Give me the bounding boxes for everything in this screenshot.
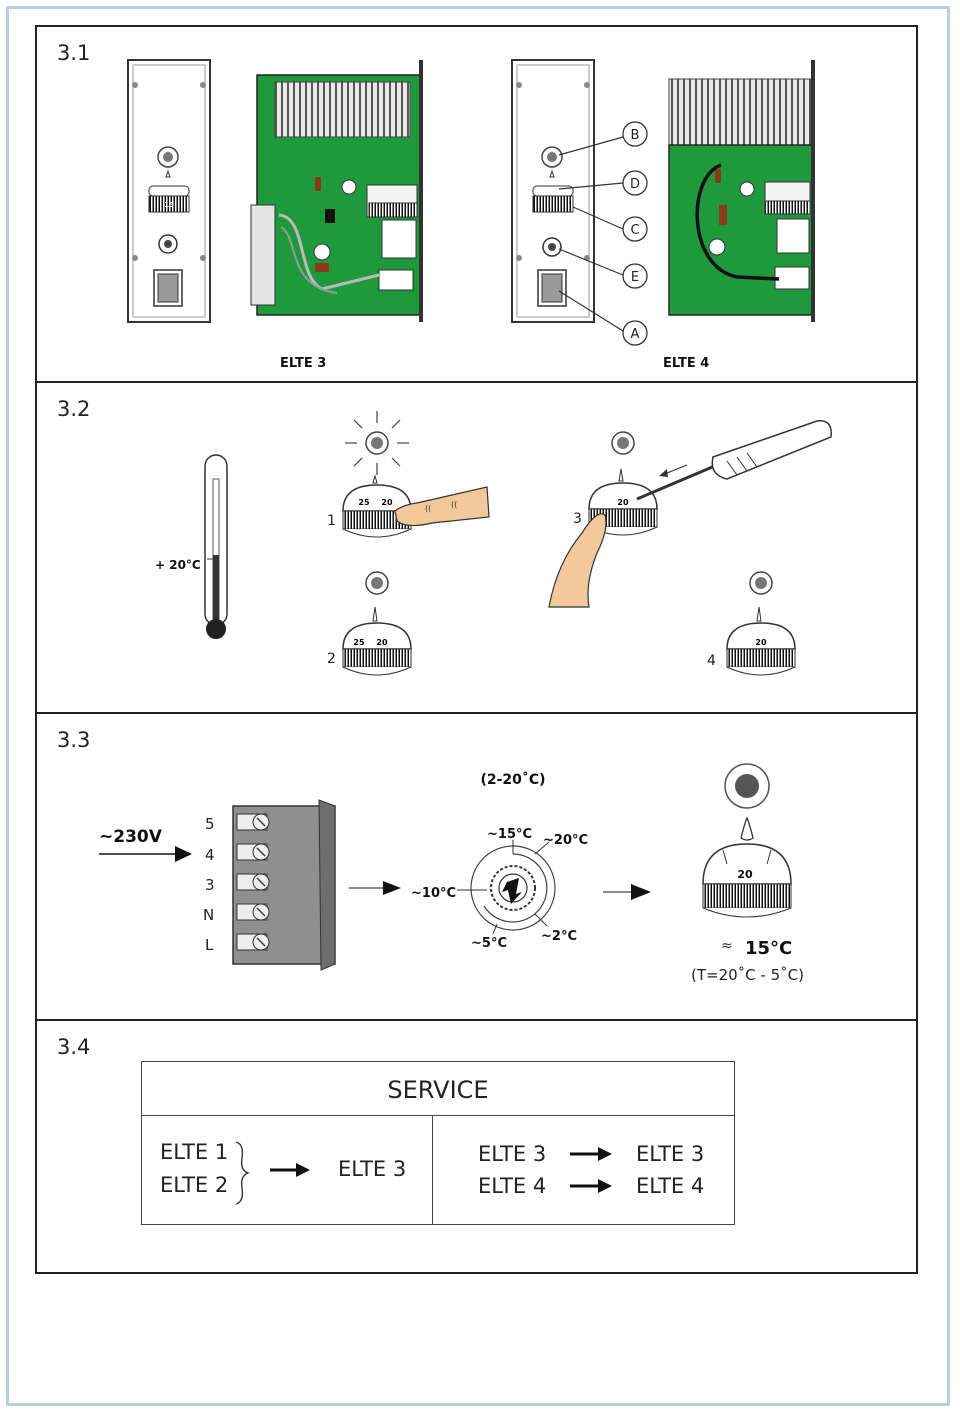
section-3-3: 3.3 ~230V 5 4 3 N L ( <box>35 712 918 1021</box>
svg-text:((: (( <box>451 500 457 509</box>
position-2: ~2°C <box>541 929 577 944</box>
svg-text:E: E <box>631 270 639 285</box>
position-10: ~10°C <box>411 886 456 901</box>
section-label: 3.3 <box>57 728 91 752</box>
page-frame <box>6 6 950 1406</box>
callout-c: C <box>622 216 648 242</box>
section-label: 3.2 <box>57 397 91 421</box>
left-from-1: ELTE 1 <box>160 1140 229 1164</box>
wiring-illustration: ~230V 5 4 3 N L (2-20˚C) <box>99 763 804 984</box>
callout-e: E <box>622 263 648 289</box>
elte4-front-panel <box>511 59 595 323</box>
result-dial-value: 20 <box>737 868 753 881</box>
range-label: (2-20˚C) <box>480 771 545 788</box>
dial-step-4: 20 <box>726 571 796 676</box>
section-label: 3.4 <box>57 1035 91 1059</box>
device-illustration: 15 ELTE 3 <box>127 59 815 371</box>
adjustment-dial <box>470 845 556 931</box>
dial-step-2: 25 20 <box>342 571 412 676</box>
svg-text:A: A <box>631 327 640 342</box>
section-3-2: 3.2 + 20°C 25 20 <box>35 381 918 714</box>
left-from-2: ELTE 2 <box>160 1173 229 1197</box>
svg-text:B: B <box>631 128 640 143</box>
step-4-number: 4 <box>707 653 716 669</box>
right-to-2: ELTE 4 <box>636 1174 705 1198</box>
callout-d: D <box>622 170 648 196</box>
elte4-circuit-board <box>668 60 815 322</box>
service-title: SERVICE <box>142 1062 734 1116</box>
position-20: ~20°C <box>543 833 588 848</box>
result-formula: (T=20˚C - 5˚C) <box>691 966 804 984</box>
finger-hold <box>548 513 607 608</box>
callout-lines <box>558 136 624 332</box>
terminal-3: 3 <box>205 876 215 894</box>
right-to-1: ELTE 3 <box>636 1142 705 1166</box>
voltage-label: ~230V <box>99 827 163 847</box>
elte3-circuit-board <box>250 60 423 322</box>
section-3-1: 3.1 15 <box>35 25 918 383</box>
terminal-n: N <box>203 906 214 924</box>
svg-text:20: 20 <box>376 638 388 647</box>
approx-sign: ≈ <box>721 938 733 954</box>
terminal-l: L <box>205 936 214 954</box>
calibration-illustration: + 20°C 25 20 (( (( 1 <box>155 411 832 676</box>
svg-text:20: 20 <box>381 498 393 507</box>
terminal-4: 4 <box>205 846 215 864</box>
dial-step-1: 25 20 <box>342 474 412 538</box>
svg-text:25: 25 <box>358 498 370 507</box>
elte3-front-panel: 15 <box>127 59 211 323</box>
elte4-caption: ELTE 4 <box>663 356 709 371</box>
step-1-number: 1 <box>327 513 336 529</box>
finger-press: (( (( <box>394 486 490 527</box>
svg-text:((: (( <box>425 504 431 513</box>
svg-text:20: 20 <box>617 498 629 507</box>
right-from-2: ELTE 4 <box>478 1174 547 1198</box>
result-dial: 20 <box>702 763 792 918</box>
table-divider <box>432 1116 433 1224</box>
screwdriver <box>636 420 832 501</box>
svg-text:D: D <box>630 177 640 192</box>
svg-text:C: C <box>630 223 639 238</box>
terminal-5: 5 <box>205 815 215 833</box>
svg-text:20: 20 <box>755 638 767 647</box>
service-table: SERVICE ELTE 1 ELTE 2 ELTE 3 ELTE 3 ELTE… <box>141 1061 735 1225</box>
position-15: ~15°C <box>487 827 532 842</box>
temperature-label: + 20°C <box>155 558 201 572</box>
left-to: ELTE 3 <box>338 1157 407 1181</box>
lamp-on <box>345 411 409 475</box>
section-label: 3.1 <box>57 41 91 65</box>
step-3-number: 3 <box>573 511 582 527</box>
dial-value: 15 <box>164 201 174 209</box>
service-arrows <box>235 1141 612 1205</box>
dial-step-3: 20 <box>588 431 658 536</box>
result-temperature: 15°C <box>745 938 792 959</box>
position-5: ~5°C <box>471 936 507 951</box>
elte3-caption: ELTE 3 <box>280 356 326 371</box>
svg-text:25: 25 <box>353 638 365 647</box>
section-3-4: 3.4 SERVICE ELTE 1 ELTE 2 ELTE 3 ELTE 3 … <box>35 1019 918 1274</box>
thermometer <box>204 454 228 639</box>
terminal-block <box>232 799 336 971</box>
callout-a: A <box>622 320 648 346</box>
right-from-1: ELTE 3 <box>478 1142 547 1166</box>
step-2-number: 2 <box>327 651 336 667</box>
callout-b: B <box>622 121 648 147</box>
